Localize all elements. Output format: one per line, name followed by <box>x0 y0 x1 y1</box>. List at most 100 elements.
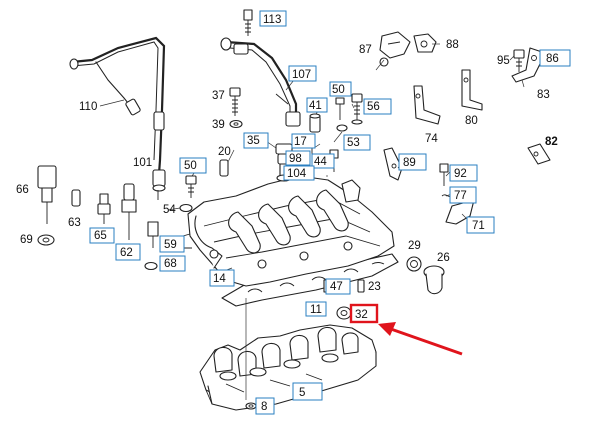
callout-box-71[interactable]: 71 <box>466 216 495 234</box>
callout-box-47[interactable]: 47 <box>325 278 351 295</box>
washer-53 <box>336 124 348 132</box>
callout-69: 69 <box>20 234 33 246</box>
svg-text:89: 89 <box>403 157 416 169</box>
callout-box-107[interactable]: 107 <box>288 65 317 82</box>
callout-29: 29 <box>408 240 421 252</box>
svg-text:8: 8 <box>261 401 267 413</box>
callout-66: 66 <box>16 184 29 196</box>
callout-39: 39 <box>212 119 225 131</box>
seal-29 <box>406 256 422 272</box>
callout-box-44[interactable]: 44 <box>311 153 335 169</box>
sleeve-23 <box>357 279 365 293</box>
svg-text:14: 14 <box>213 273 226 285</box>
tube-107 <box>220 37 301 127</box>
callout-74: 74 <box>425 133 438 145</box>
svg-text:86: 86 <box>546 53 559 65</box>
callout-95: 95 <box>497 55 510 67</box>
callout-box-50b[interactable]: 50 <box>179 157 207 174</box>
sensor-62 <box>121 183 137 240</box>
svg-text:59: 59 <box>164 239 177 251</box>
callout-box-113[interactable]: 113 <box>259 10 287 27</box>
seal-32 <box>336 306 352 320</box>
svg-text:41: 41 <box>309 100 322 112</box>
sensor-66 <box>37 165 57 224</box>
sleeve-41 <box>309 113 321 133</box>
svg-text:98: 98 <box>289 153 302 165</box>
bolt-50b <box>185 175 197 198</box>
washer-54 <box>179 203 193 213</box>
bracket-80 <box>461 69 483 111</box>
svg-text:53: 53 <box>347 137 360 149</box>
callout-20: 20 <box>218 146 231 158</box>
callout-box-11[interactable]: 11 <box>305 301 327 317</box>
boxed-callouts: 113 107 86 41 50 56 35 17 53 98 44 104 5… <box>89 10 571 415</box>
bolt-92 <box>439 163 449 186</box>
grommet-8 <box>245 402 257 410</box>
callout-88: 88 <box>446 39 459 51</box>
plain-callouts: 87 88 95 83 80 74 110 37 39 20 101 82 66… <box>16 39 558 293</box>
lower-manifold <box>199 324 377 411</box>
callout-82: 82 <box>545 136 558 148</box>
callout-box-62[interactable]: 62 <box>115 243 141 261</box>
callout-box-5[interactable]: 5 <box>292 382 323 401</box>
svg-text:5: 5 <box>299 387 305 399</box>
callout-box-53[interactable]: 53 <box>343 134 371 151</box>
sensor-59 <box>147 221 159 248</box>
callout-box-59[interactable]: 59 <box>159 235 185 253</box>
callout-37: 37 <box>212 90 225 102</box>
callout-87: 87 <box>359 44 372 56</box>
callout-box-17[interactable]: 17 <box>291 133 316 149</box>
plug-26 <box>423 265 445 295</box>
callout-63: 63 <box>68 217 81 229</box>
clip-87 <box>379 31 411 67</box>
callout-box-8[interactable]: 8 <box>255 397 275 415</box>
callout-box-56[interactable]: 56 <box>363 98 392 115</box>
sleeve-20 <box>219 159 229 177</box>
callout-box-86[interactable]: 86 <box>539 49 571 67</box>
svg-text:56: 56 <box>367 101 380 113</box>
callout-110: 110 <box>79 101 97 113</box>
svg-text:71: 71 <box>472 220 485 232</box>
plate-82 <box>527 143 551 165</box>
svg-text:92: 92 <box>454 168 467 180</box>
bolt-50a <box>335 97 345 120</box>
svg-text:50: 50 <box>332 84 345 96</box>
bolt-95 <box>513 49 525 72</box>
svg-text:113: 113 <box>263 14 281 26</box>
svg-text:11: 11 <box>310 304 322 316</box>
callout-box-98[interactable]: 98 <box>285 150 311 166</box>
svg-text:44: 44 <box>314 156 327 168</box>
callout-box-65[interactable]: 65 <box>89 227 115 244</box>
svg-text:68: 68 <box>164 258 177 270</box>
washer-68 <box>144 261 158 271</box>
svg-text:35: 35 <box>247 135 260 147</box>
upper-manifold <box>175 175 395 287</box>
bolt-56 <box>351 93 363 125</box>
callout-box-41[interactable]: 41 <box>306 97 328 113</box>
callout-box-92[interactable]: 92 <box>449 164 478 182</box>
callout-box-14[interactable]: 14 <box>209 269 235 287</box>
sensor-63 <box>71 189 81 207</box>
callout-54: 54 <box>163 204 176 216</box>
svg-text:104: 104 <box>287 168 307 180</box>
callout-box-50a[interactable]: 50 <box>329 81 352 97</box>
nut-88 <box>413 33 437 53</box>
highlighted-callout-32[interactable]: 32 <box>349 303 379 324</box>
callout-box-89[interactable]: 89 <box>398 153 427 171</box>
bracket-74 <box>413 85 441 125</box>
callout-26: 26 <box>437 252 450 264</box>
bolt-113 <box>243 9 253 36</box>
svg-text:50: 50 <box>184 160 197 172</box>
bolt-37 <box>229 87 241 116</box>
callout-23: 23 <box>368 281 381 293</box>
callout-box-77[interactable]: 77 <box>449 186 477 204</box>
washer-39 <box>229 119 243 129</box>
svg-text:62: 62 <box>120 247 133 259</box>
callout-box-68[interactable]: 68 <box>159 255 186 272</box>
svg-text:77: 77 <box>454 190 467 202</box>
callout-box-104[interactable]: 104 <box>283 165 315 181</box>
sensor-65 <box>97 193 111 224</box>
callout-box-35[interactable]: 35 <box>243 132 269 149</box>
callout-101: 101 <box>133 157 152 169</box>
